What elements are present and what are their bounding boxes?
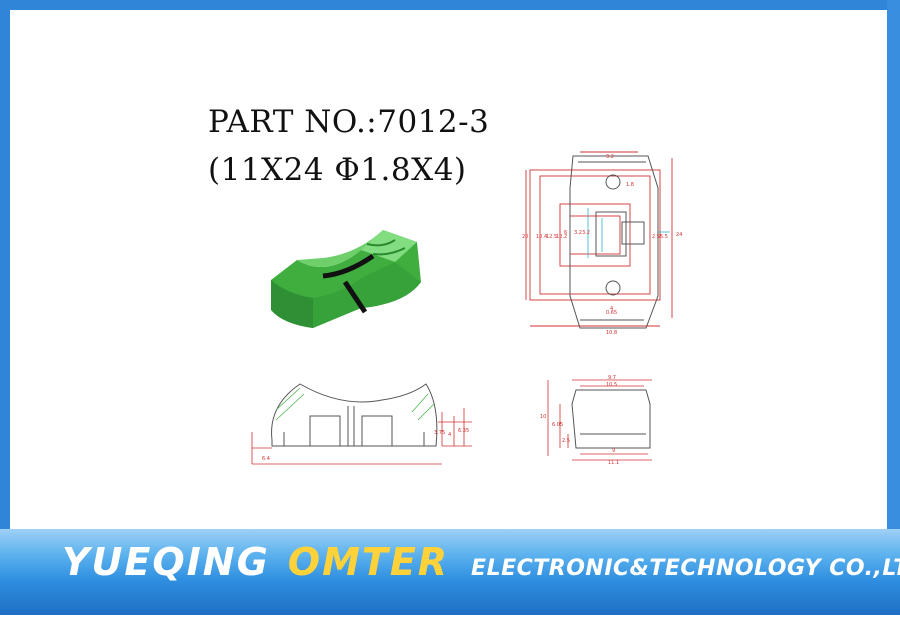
dim-9-7: 9.7 (608, 375, 616, 381)
dim-20: 20 (522, 234, 528, 240)
right-border (887, 0, 900, 529)
dim-6-35: 6.35 (458, 428, 469, 434)
side-view-drawing: 9.7 10.5 10 6.05 2.5 9 11.1 (540, 375, 652, 466)
dim-10-8: 10.8 (606, 330, 617, 336)
dim-5-5: 5.5 (660, 234, 668, 240)
dim-3-2-a: 3.2 (574, 230, 582, 236)
part-number-title: PART NO.:7012-3 (208, 104, 490, 140)
dim-3-2-b: 3.2 (582, 230, 590, 236)
dim-9-2: 9.2 (606, 154, 614, 160)
dim-4: 4 (610, 306, 613, 312)
dim-4-front: 4 (448, 432, 451, 438)
dim-1-8: 1.8 (626, 182, 634, 188)
company-name-yueqing: YUEQING (62, 540, 270, 584)
top-view-drawing: 9.2 1.8 10.8 4 24 20 10.4 12.5 10.2 6 3.… (522, 151, 682, 336)
dim-10-2: 10.2 (556, 234, 567, 240)
part-spec: (11X24 Φ1.8X4) (208, 152, 467, 188)
slider-knob-image (271, 230, 421, 328)
front-view-drawing: 6.4 3.75 4 6.35 (251, 383, 472, 465)
dim-10-side: 10 (540, 414, 546, 420)
company-name: YUEQING OMTER ELECTRONIC&TECHNOLOGY CO.,LT… (62, 540, 900, 584)
dim-9: 9 (612, 448, 615, 454)
dim-10-4: 10.4 (536, 234, 547, 240)
dim-11-1: 11.1 (608, 460, 619, 466)
dim-6-05: 6.05 (552, 422, 563, 428)
drawing-sheet (10, 10, 887, 529)
dim-12-5: 12.5 (546, 234, 557, 240)
dim-6-4: 6.4 (262, 456, 270, 462)
dim-24: 24 (676, 232, 682, 238)
dim-3-75: 3.75 (434, 430, 445, 436)
bottom-strip (0, 615, 900, 633)
company-name-omter: OMTER (287, 540, 450, 584)
company-name-tagline: ELECTRONIC&TECHNOLOGY CO.,LTD. (471, 556, 900, 581)
dim-6: 6 (564, 230, 567, 236)
dim-0-65: 0.65 (606, 310, 617, 316)
company-banner (0, 529, 900, 615)
dim-2-5: 2.5 (652, 234, 660, 240)
dim-10-5: 10.5 (606, 382, 617, 388)
dim-2-5-side: 2.5 (562, 438, 570, 444)
